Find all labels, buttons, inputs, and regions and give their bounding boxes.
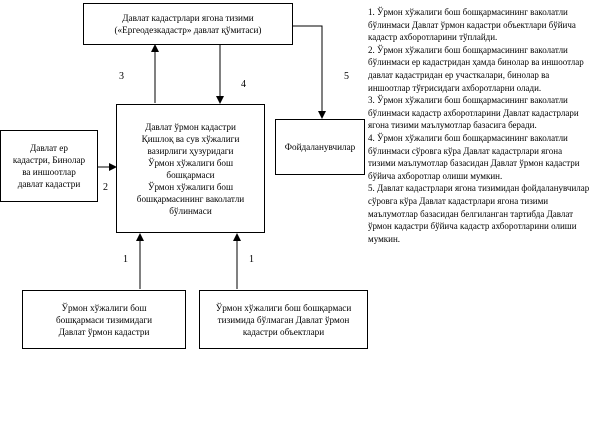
forest-cadastre-out-box: Ўрмон хўжалиги бош бошқармаси тизимида б… [199,290,368,349]
flow-label-4: 4 [241,79,246,90]
users-box: Фойдаланувчилар [275,119,365,175]
other-cadastre-box: Давлат ер кадастри, Бинолар ва иншоотлар… [0,130,98,202]
flow-label-1b: 1 [249,254,254,265]
note-5: 5. Давлат кадастрлари ягона тизимидан фо… [368,183,590,244]
registry-box: Давлат кадастрлари ягона тизими («Ергеод… [83,3,293,45]
flow-label-5: 5 [344,71,349,82]
notes-list: 1. Ўрмон хўжалиги бош бошқармасининг вак… [368,6,590,245]
ministry-box: Давлат ўрмон кадастри Қишлоқ ва сув хўжа… [116,104,265,233]
forest-cadastre-in-box: Ўрмон хўжалиги бош бошқармаси тизимидаги… [22,290,186,349]
flow-label-3: 3 [119,71,124,82]
arrow-5 [293,25,326,119]
note-1: 1. Ўрмон хўжалиги бош бошқармасининг вак… [368,7,576,43]
note-3: 3. Ўрмон хўжалиги бош бошқармасининг вак… [368,95,579,131]
flow-label-1a: 1 [123,254,128,265]
note-2: 2. Ўрмон хўжалиги бош бошқармасининг вак… [368,44,584,93]
note-4: 4. Ўрмон хўжалиги бош бошқармасининг вак… [368,132,580,181]
flow-label-2: 2 [103,182,108,193]
